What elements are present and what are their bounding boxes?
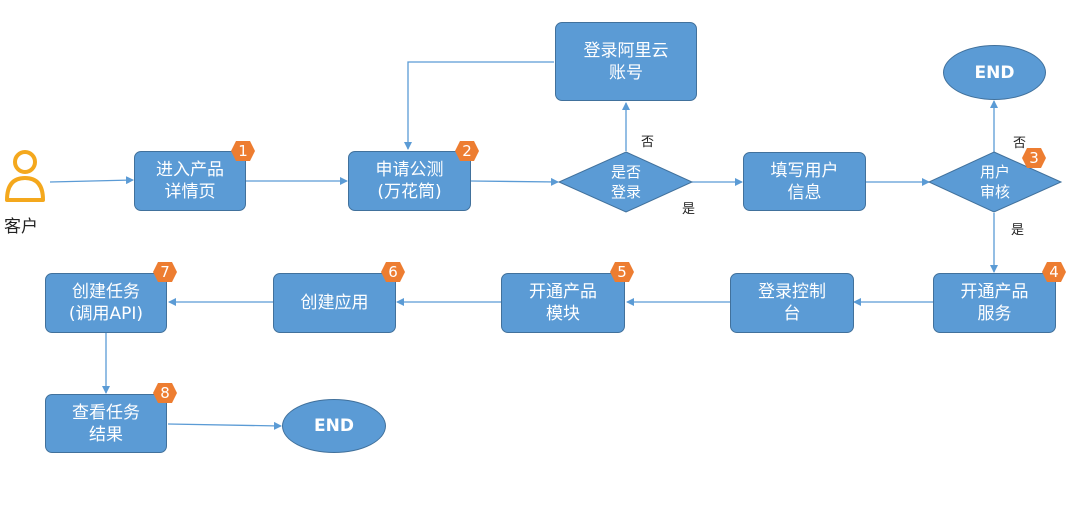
user-icon [5, 150, 45, 202]
node-enable-module: 开通产品 模块 [501, 273, 625, 333]
node-login-console: 登录控制 台 [730, 273, 854, 333]
node-line: 信息 [787, 182, 822, 203]
decision-line: 登录 [610, 183, 641, 201]
node-line: 开通产品 [529, 282, 597, 302]
node-line: 创建任务 [72, 282, 140, 302]
edge-label-no-review: 否 [1013, 136, 1027, 151]
node-line: 登录阿里云 [583, 40, 669, 61]
node-line: (调用API) [68, 304, 144, 324]
decision-line: 是否 [610, 163, 641, 181]
badge-number: 8 [160, 384, 170, 402]
node-line: 创建应用 [300, 293, 369, 313]
decision-line: 审核 [979, 183, 1010, 201]
edge-label-no-login: 否 [641, 135, 655, 150]
step-badge-2: 2 [454, 140, 480, 162]
edge-apply-to-decision [470, 177, 559, 186]
edge-label-yes-review: 是 [1011, 223, 1025, 238]
edge-result-to-end [167, 421, 282, 430]
node-line: 填写用户 [770, 160, 839, 181]
edge-login-to-apply [404, 61, 554, 150]
badge-number: 4 [1049, 263, 1059, 281]
node-line: 台 [783, 304, 801, 324]
node-line: 服务 [977, 304, 1012, 324]
badge-number: 5 [617, 263, 627, 281]
node-enable-service: 开通产品 服务 [933, 273, 1056, 333]
node-line: 详情页 [164, 182, 216, 202]
node-view-result: 查看任务 结果 [45, 394, 167, 453]
decision-logged-in-shape [557, 151, 694, 213]
badge-number: 6 [388, 263, 398, 281]
node-product-detail: 进入产品 详情页 [134, 151, 246, 211]
node-line: 模块 [546, 304, 580, 324]
end-top: END [943, 45, 1046, 100]
actor: 客户 [2, 148, 52, 238]
edge-actor-to-detail [49, 176, 134, 185]
node-fill-user-info: 填写用户 信息 [743, 152, 866, 211]
decision-user-review-shape [927, 151, 1063, 213]
step-badge-1: 1 [230, 140, 256, 162]
badge-number: 7 [160, 263, 170, 281]
end-bottom: END [282, 399, 386, 453]
decision-line: 用户 [979, 163, 1010, 181]
node-apply-beta: 申请公测 (万花筒) [348, 151, 471, 211]
node-line: 结果 [89, 424, 123, 445]
step-badge-4: 4 [1041, 261, 1067, 283]
node-line: (万花筒) [377, 182, 442, 202]
badge-number: 2 [462, 142, 472, 160]
step-badge-8: 8 [152, 382, 178, 404]
decision-logged-in: 是否 登录 [586, 160, 666, 204]
node-line: 开通产品 [960, 282, 1029, 302]
badge-number: 1 [238, 142, 248, 160]
actor-label: 客户 [4, 217, 38, 237]
badge-number: 3 [1029, 149, 1039, 167]
node-line: 进入产品 [156, 160, 224, 180]
node-login-aliyun: 登录阿里云 账号 [555, 22, 697, 101]
node-create-app: 创建应用 [273, 273, 396, 333]
step-badge-6: 6 [380, 261, 406, 283]
node-create-task: 创建任务 (调用API) [45, 273, 167, 333]
step-badge-3: 3 [1021, 147, 1047, 169]
node-line: 登录控制 [758, 282, 826, 302]
step-badge-5: 5 [609, 261, 635, 283]
step-badge-7: 7 [152, 261, 178, 283]
node-line: 账号 [609, 62, 643, 83]
node-line: 申请公测 [375, 160, 444, 180]
decision-user-review: 用户 审核 [955, 160, 1035, 204]
edge-label-yes-login: 是 [682, 202, 696, 217]
node-line: 查看任务 [72, 402, 140, 423]
